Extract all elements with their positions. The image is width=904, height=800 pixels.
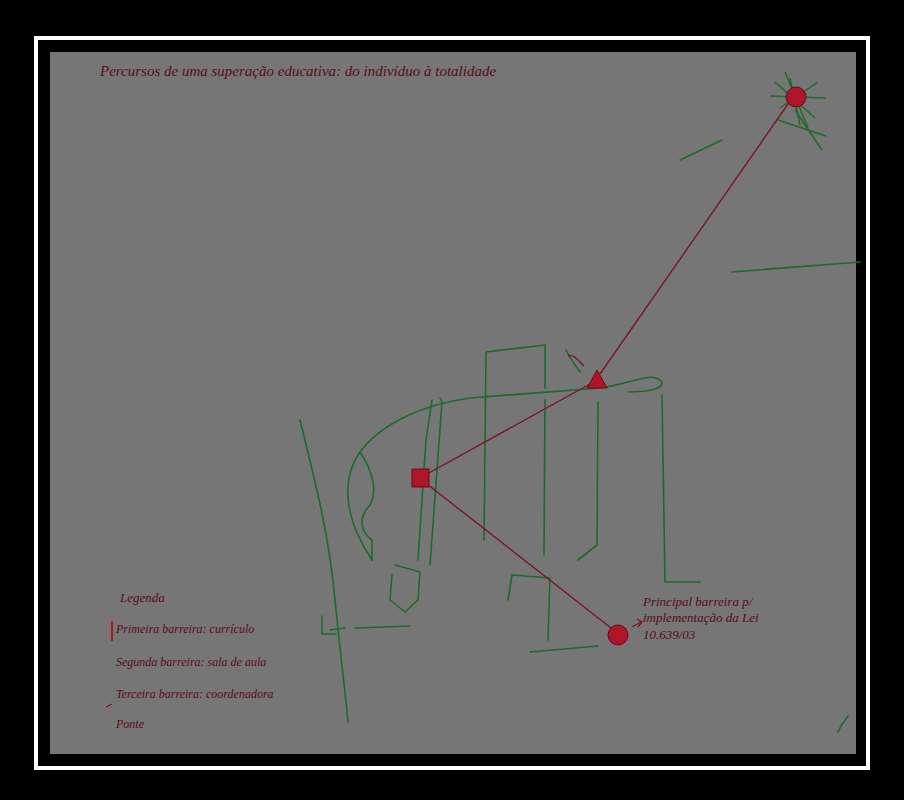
green-map-lines <box>300 140 860 732</box>
red-route <box>427 104 788 628</box>
legend-mark <box>111 621 113 641</box>
map-line <box>360 452 374 560</box>
legend-text: Ponte <box>116 717 144 731</box>
legend-text: Primeira barreira: currículo <box>116 622 254 636</box>
map-line <box>680 140 722 160</box>
map-line <box>544 400 545 555</box>
legend-heading: Legenda <box>120 590 165 606</box>
marker-outline <box>607 624 629 646</box>
map-line <box>484 345 545 540</box>
callout-leader <box>632 619 642 627</box>
paper-ground <box>50 52 856 754</box>
legend-entry: Segunda barreira: sala de aula <box>100 655 266 670</box>
circle-marker <box>786 87 806 107</box>
map-line <box>530 646 598 652</box>
callout-text: Principal barreira p/ implementação da L… <box>643 594 808 643</box>
legend-text: Terceira barreira: coordenadora <box>116 687 274 701</box>
map-line <box>300 420 348 722</box>
legend-entry: Ponte <box>100 717 144 732</box>
legend-mark <box>106 704 112 707</box>
map-line <box>578 402 598 560</box>
legend-text: Segunda barreira: sala de aula <box>116 655 266 669</box>
map-line <box>430 398 442 565</box>
map-line <box>568 356 584 366</box>
route-line <box>427 384 590 474</box>
map-line <box>566 350 580 372</box>
route-line <box>600 104 788 374</box>
white-border <box>36 38 868 768</box>
triangle-marker <box>587 370 607 388</box>
map-title: Percursos de uma superação educativa: do… <box>100 62 496 81</box>
map-line <box>838 716 848 732</box>
map-line <box>390 565 420 612</box>
route-line <box>427 484 611 628</box>
map-line <box>662 395 700 582</box>
green-scribble <box>770 72 826 150</box>
map-line <box>322 616 336 634</box>
barrier-marker: Principal barreira p/ implementação da L… <box>607 624 629 646</box>
legend-entry: Terceira barreira: coordenadora <box>100 687 274 702</box>
map-line <box>732 262 860 272</box>
circle-marker <box>608 625 628 645</box>
map-line <box>508 575 550 640</box>
square-marker <box>412 469 429 487</box>
scribble-line <box>770 72 826 150</box>
map-line <box>330 626 410 630</box>
map-line <box>348 377 662 560</box>
legend-entry: Primeira barreira: currículo <box>100 622 254 637</box>
